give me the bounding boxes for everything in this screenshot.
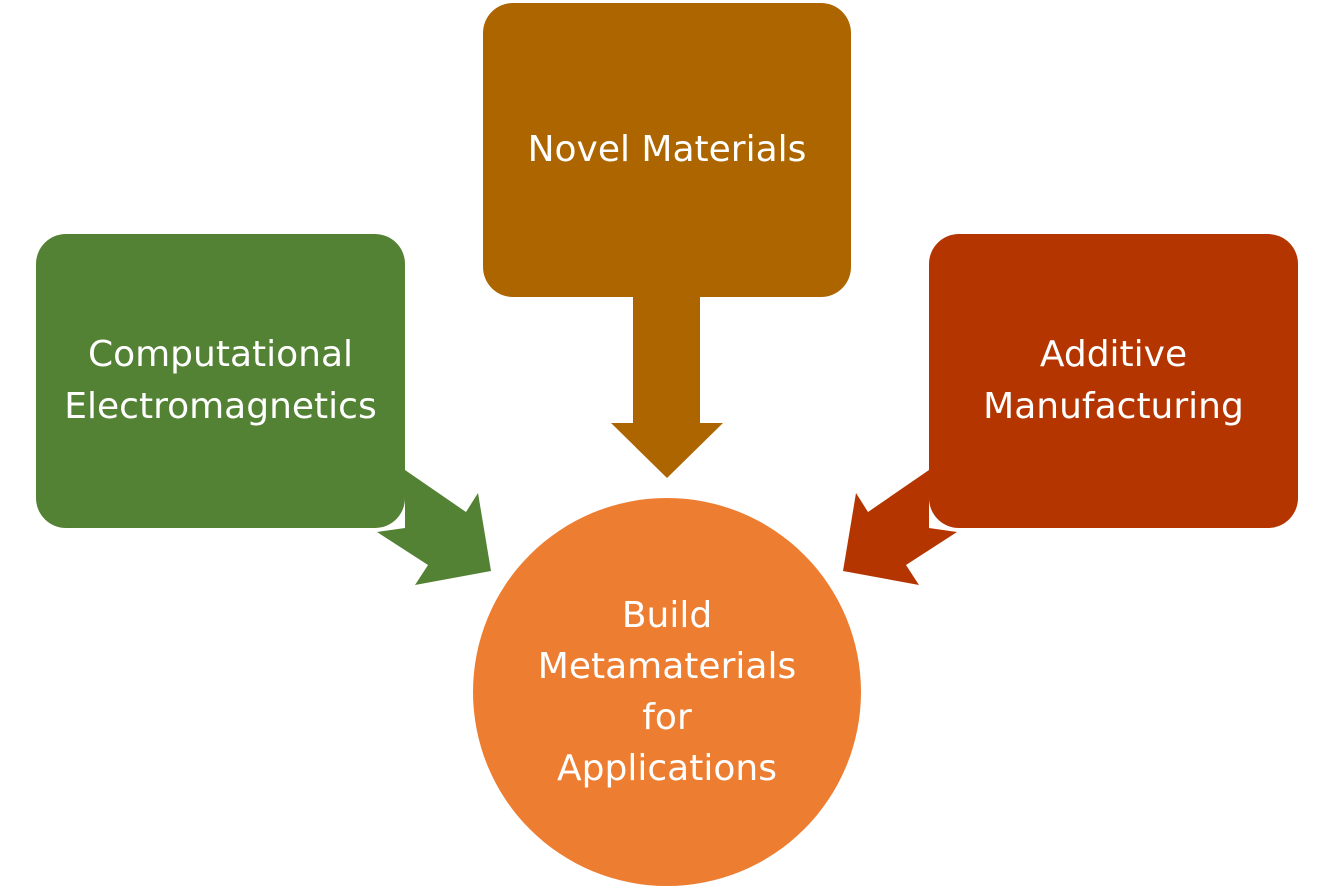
novel-materials-label: Novel Materials: [528, 124, 807, 176]
computational-electromagnetics-line-2: Electromagnetics: [64, 386, 377, 427]
build-metamaterials-circle: Build Metamaterials for Applications: [473, 498, 861, 886]
center-line-4: Applications: [557, 748, 777, 789]
computational-electromagnetics-box: Computational Electromagnetics: [36, 234, 405, 528]
computational-electromagnetics-line-1: Computational: [87, 334, 354, 375]
arrow-novel-materials-to-center: [611, 297, 723, 478]
additive-manufacturing-label: Additive Manufacturing: [983, 329, 1244, 433]
additive-manufacturing-box: Additive Manufacturing: [929, 234, 1298, 528]
computational-electromagnetics-label: Computational Electromagnetics: [64, 329, 376, 433]
novel-materials-line-1: Novel Materials: [527, 129, 807, 170]
center-line-2: Metamaterials: [537, 646, 797, 687]
build-metamaterials-label: Build Metamaterials for Applications: [538, 590, 796, 794]
novel-materials-box: Novel Materials: [483, 3, 851, 297]
additive-manufacturing-line-2: Manufacturing: [983, 386, 1244, 427]
additive-manufacturing-line-1: Additive: [1039, 334, 1188, 375]
center-line-1: Build: [621, 595, 713, 636]
arrow-additive-to-center: [843, 470, 957, 585]
center-line-3: for: [642, 697, 692, 738]
arrow-computational-to-center: [377, 470, 491, 585]
